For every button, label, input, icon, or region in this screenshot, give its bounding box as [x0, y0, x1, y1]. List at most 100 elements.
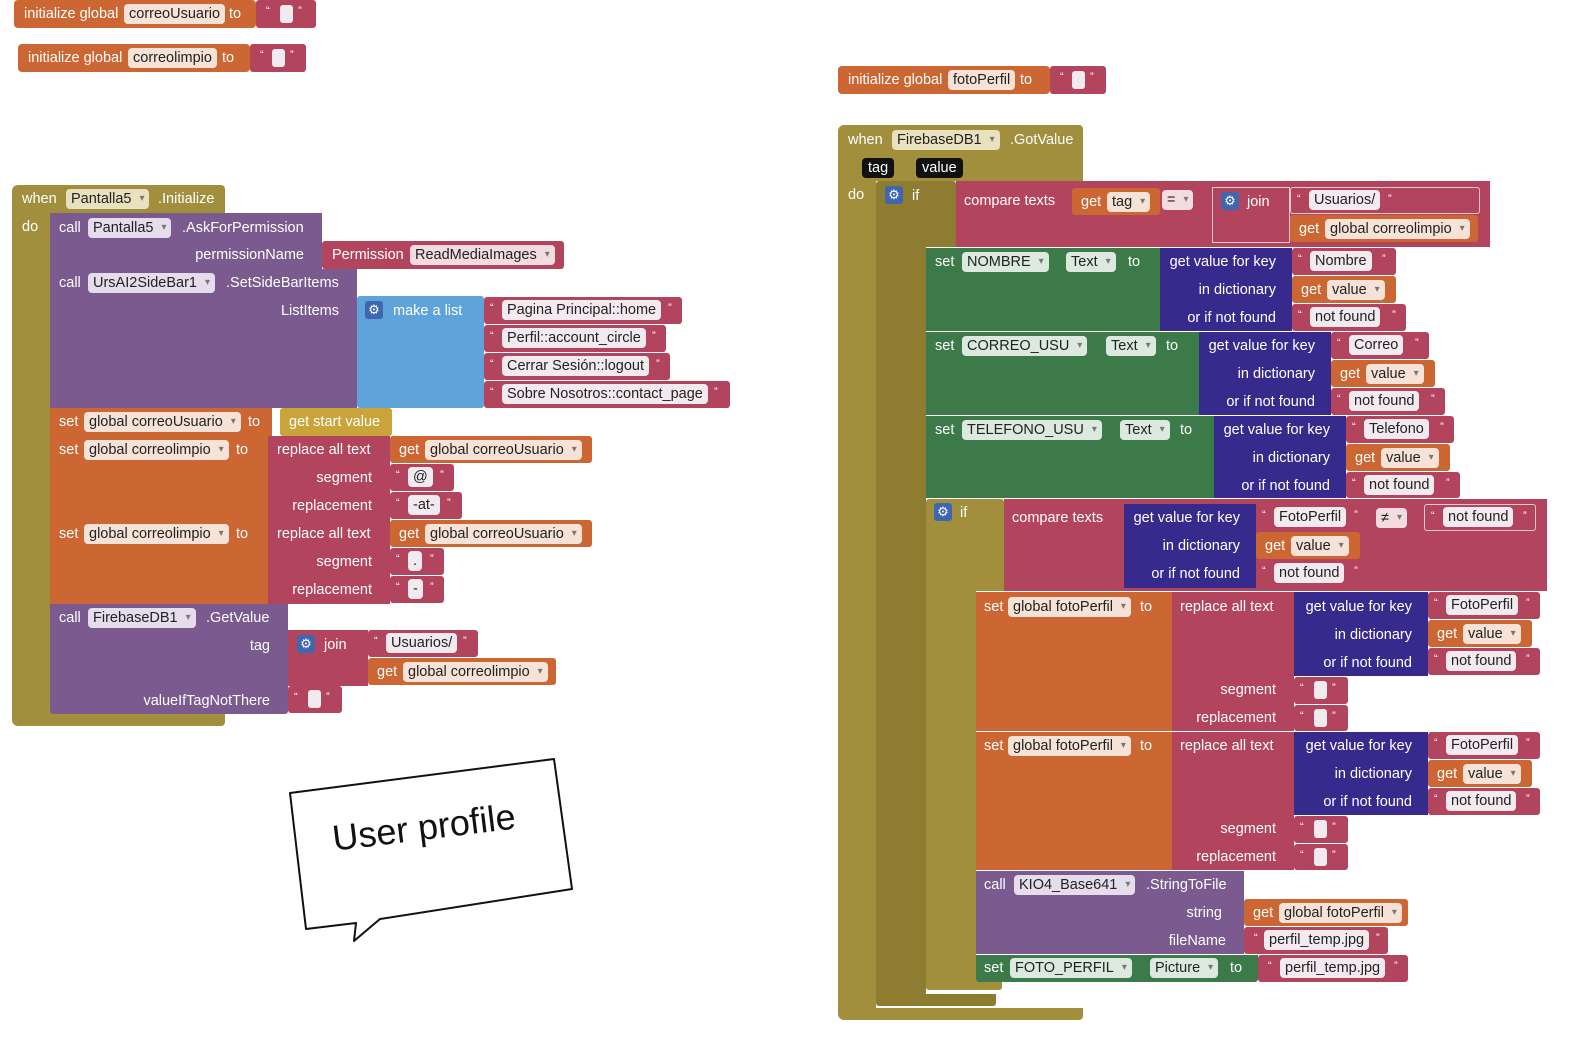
variable-dropdown[interactable]: global correoUsuario — [425, 440, 582, 460]
get-value-block[interactable]: get value — [1331, 360, 1435, 387]
empty-text-field[interactable] — [308, 690, 321, 708]
text-notfound-block[interactable]: “ not found ” — [1428, 648, 1540, 675]
variable-dropdown[interactable]: global fotoPerfil — [1008, 597, 1131, 617]
gear-icon[interactable]: ⚙ — [934, 503, 952, 521]
set-nombre-text-block[interactable]: set NOMBRE Text to — [926, 248, 1160, 331]
text-notfound-block[interactable]: “ not found ” — [1428, 788, 1540, 815]
operator-dropdown[interactable]: = — [1162, 190, 1194, 210]
property-dropdown[interactable]: Text — [1066, 252, 1116, 272]
get-global-block[interactable]: get global correoUsuario — [390, 436, 592, 463]
init-global-correoUsuario-block[interactable]: initialize global correoUsuario to — [14, 0, 256, 28]
text-value[interactable]: not found — [1310, 307, 1381, 327]
variable-dropdown[interactable]: global fotoPerfil — [1279, 903, 1402, 923]
empty-text-block[interactable]: “ ” — [288, 686, 342, 713]
variable-dropdown[interactable]: value — [1366, 364, 1424, 384]
property-dropdown[interactable]: Picture — [1150, 958, 1219, 978]
component-dropdown[interactable]: KIO4_Base641 — [1014, 875, 1136, 895]
text-replacement-block[interactable]: “ -at- ” — [390, 492, 462, 519]
get-value-block[interactable]: get value — [1346, 444, 1450, 471]
variable-dropdown[interactable]: tag — [1107, 192, 1151, 212]
component-dropdown[interactable]: FirebaseDB1 — [88, 608, 196, 628]
get-value-for-key-block[interactable]: get value for key in dictionary or if no… — [1199, 332, 1331, 415]
text-notfound-block[interactable]: “ not found ” — [1256, 560, 1368, 587]
permission-dropdown[interactable]: ReadMediaImages — [410, 245, 555, 265]
var-name-field[interactable]: correoUsuario — [124, 4, 226, 24]
var-name-field[interactable]: correolimpio — [128, 48, 217, 68]
empty-text-block[interactable]: “ ” — [1294, 844, 1348, 870]
text-value[interactable]: Perfil::account_circle — [502, 328, 646, 348]
comment-bubble[interactable] — [284, 755, 576, 945]
text-value[interactable]: not found — [1349, 391, 1420, 411]
set-correoUsuario-block[interactable]: set global correoUsuario to — [50, 408, 272, 436]
get-start-value-block[interactable]: get start value — [280, 408, 392, 436]
variable-dropdown[interactable]: global fotoPerfil — [1008, 736, 1131, 756]
replace-all-text-block[interactable]: replace all text segment replacement — [1172, 592, 1294, 731]
text-replacement-block[interactable]: “ - ” — [390, 576, 444, 603]
quote-char-field[interactable] — [1314, 681, 1327, 699]
set-correolimpio-block[interactable]: set global correolimpio to — [50, 520, 268, 604]
call-string-to-file-block[interactable]: call KIO4_Base641 .StringToFile string f… — [976, 871, 1244, 954]
gear-icon[interactable]: ⚙ — [297, 635, 315, 653]
text-key-block[interactable]: “ Nombre ” — [1292, 248, 1396, 275]
variable-dropdown[interactable]: value — [1463, 764, 1521, 784]
quote-char-field[interactable] — [1314, 820, 1327, 838]
get-value-for-key-block[interactable]: get value for key in dictionary or if no… — [1124, 504, 1256, 588]
when-gotvalue-event-block[interactable]: when FirebaseDB1 .GotValue tag value — [838, 125, 1083, 181]
text-value[interactable]: - — [408, 579, 423, 599]
text-segment-block[interactable]: “ ” — [1294, 677, 1348, 704]
variable-dropdown[interactable]: value — [1327, 280, 1385, 300]
text-segment-block[interactable]: “ @ ” — [390, 464, 454, 491]
var-name-field[interactable]: fotoPerfil — [948, 70, 1016, 90]
property-dropdown[interactable]: Text — [1106, 336, 1156, 356]
get-value-for-key-block[interactable]: get value for key in dictionary or if no… — [1214, 416, 1346, 498]
get-value-for-key-block[interactable]: get value for key in dictionary or if no… — [1294, 592, 1428, 676]
component-dropdown[interactable]: NOMBRE — [962, 252, 1049, 272]
call-firebase-getvalue-block[interactable]: call FirebaseDB1 .GetValue tag valueIfTa… — [50, 604, 288, 714]
init-global-correolimpio-block[interactable]: initialize global correolimpio to — [18, 44, 250, 72]
text-notfound-block[interactable]: “ not found ” — [1292, 304, 1406, 331]
text-key-block[interactable]: “ Telefono ” — [1346, 416, 1454, 443]
when-initialize-event-block[interactable]: when Pantalla5 .Initialize — [12, 185, 225, 213]
variable-dropdown[interactable]: value — [1381, 448, 1439, 468]
text-value[interactable]: Cerrar Sesión::logout — [502, 356, 650, 376]
replace-all-text-block[interactable]: replace all text segment replacement — [268, 520, 390, 604]
variable-dropdown[interactable]: global correoUsuario — [84, 412, 241, 432]
init-global-fotoPerfil-block[interactable]: initialize global fotoPerfil to — [838, 66, 1050, 94]
text-value[interactable]: not found — [1443, 507, 1514, 527]
text-item-block[interactable]: “ Perfil::account_circle ” — [484, 325, 666, 352]
text-key-block[interactable]: “ FotoPerfil ” — [1256, 504, 1368, 531]
call-ask-permission-block[interactable]: call Pantalla5 .AskForPermission permiss… — [50, 213, 322, 269]
component-dropdown[interactable]: UrsAI2SideBar1 — [88, 273, 215, 293]
empty-text-field[interactable] — [280, 5, 293, 23]
text-value[interactable]: . — [408, 551, 423, 571]
replace-all-text-block[interactable]: replace all text segment replacement — [1172, 732, 1294, 870]
get-tag-block[interactable]: get tag — [1072, 188, 1160, 215]
operator-dropdown[interactable]: ≠ — [1376, 508, 1407, 528]
empty-text-field[interactable] — [1072, 71, 1085, 89]
text-value[interactable]: Usuarios/ — [386, 633, 458, 653]
variable-dropdown[interactable]: global correolimpio — [1325, 219, 1470, 239]
text-value[interactable]: FotoPerfil — [1446, 595, 1519, 615]
text-value[interactable]: not found — [1446, 651, 1517, 671]
component-dropdown[interactable]: CORREO_USU — [962, 336, 1088, 356]
get-value-for-key-block[interactable]: get value for key in dictionary or if no… — [1294, 732, 1428, 815]
text-value[interactable]: not found — [1274, 563, 1345, 583]
text-value[interactable]: Nombre — [1310, 251, 1372, 271]
text-value[interactable]: Usuarios/ — [1309, 190, 1381, 210]
component-dropdown[interactable]: FirebaseDB1 — [892, 130, 1000, 150]
text-filename-block[interactable]: “ perfil_temp.jpg ” — [1244, 927, 1388, 954]
text-value[interactable]: Telefono — [1364, 419, 1429, 439]
set-correo-usu-text-block[interactable]: set CORREO_USU Text to — [926, 332, 1199, 415]
variable-dropdown[interactable]: global correolimpio — [84, 524, 229, 544]
set-fotoPerfil-block[interactable]: set global fotoPerfil to — [976, 732, 1172, 870]
variable-dropdown[interactable]: value — [1291, 536, 1349, 556]
gear-icon[interactable]: ⚙ — [885, 186, 903, 204]
get-value-block[interactable]: get value — [1256, 532, 1360, 559]
empty-text-block[interactable]: “ ” — [1050, 66, 1106, 94]
gear-icon[interactable]: ⚙ — [1221, 192, 1239, 210]
text-usuarios-block[interactable]: “ Usuarios/ ” — [1290, 187, 1480, 214]
if-block[interactable]: ⚙ if then — [876, 181, 956, 270]
set-correolimpio-block[interactable]: set global correolimpio to — [50, 436, 268, 520]
text-key-block[interactable]: “ Correo ” — [1331, 332, 1429, 359]
join-block[interactable]: ⚙ join — [288, 630, 368, 686]
